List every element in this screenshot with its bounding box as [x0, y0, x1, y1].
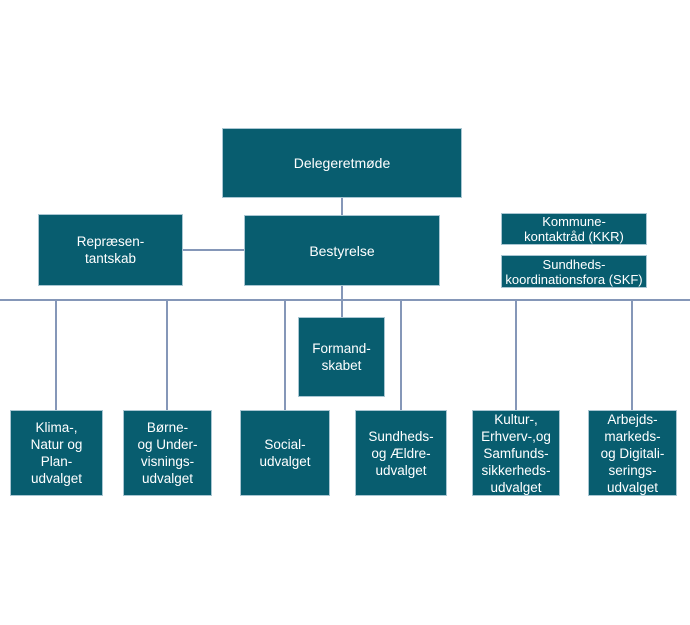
- connector-drop-committee-6: [631, 301, 633, 410]
- node-bestyrelse-label: Bestyrelse: [309, 242, 375, 259]
- connector-drop-committee-5: [515, 301, 517, 410]
- node-committee-sundheds-aeldre: Sundheds- og Ældre- udvalget: [355, 410, 447, 496]
- connector-drop-committee-2: [166, 301, 168, 410]
- connector-repraesentantskab-bestyrelse: [183, 249, 244, 251]
- node-sundhedskoordinationsfora-label: Sundheds- koordinationsfora (SKF): [505, 256, 643, 287]
- node-formandskabet-label: Formand- skabet: [312, 341, 371, 373]
- connector-drop-committee-4: [400, 301, 402, 410]
- node-committee-klima-natur-plan: Klima-, Natur og Plan- udvalget: [10, 410, 103, 496]
- node-committee-boerne-undervisning: Børne- og Under- visnings- udvalget: [123, 410, 212, 496]
- node-sundhedskoordinationsfora: Sundheds- koordinationsfora (SKF): [501, 255, 647, 288]
- node-committee-arbejdsmarked-digitalisering: Arbejds- markeds- og Digitali- serings- …: [588, 410, 677, 496]
- committee-label: Sundheds- og Ældre- udvalget: [368, 428, 434, 478]
- connector-main-horizontal: [0, 299, 690, 301]
- node-kommunekontaktraad: Kommune- kontaktråd (KKR): [501, 213, 647, 245]
- node-committee-kultur-erhverv-samfundssikkerhed: Kultur-, Erhverv-,og Samfunds- sikkerhed…: [472, 410, 560, 496]
- connector-drop-committee-1: [55, 301, 57, 410]
- node-committee-social: Social- udvalget: [240, 410, 330, 496]
- connector-drop-committee-3: [284, 301, 286, 410]
- committee-label: Børne- og Under- visnings- udvalget: [137, 420, 198, 486]
- node-delegeretmoede: Delegeretmøde: [222, 128, 462, 198]
- committee-label: Arbejds- markeds- og Digitali- serings- …: [600, 411, 665, 495]
- connector-delegeretmoede-bestyrelse: [341, 198, 343, 215]
- node-bestyrelse: Bestyrelse: [244, 215, 440, 286]
- committee-label: Klima-, Natur og Plan- udvalget: [30, 420, 83, 486]
- node-repraesentantskab-label: Repræsen- tantskab: [76, 234, 145, 266]
- committee-label: Social- udvalget: [259, 437, 311, 469]
- committee-label: Kultur-, Erhverv-,og Samfunds- sikkerhed…: [481, 411, 551, 495]
- node-formandskabet: Formand- skabet: [298, 317, 385, 397]
- connector-bestyrelse-formandskabet: [341, 286, 343, 317]
- node-repraesentantskab: Repræsen- tantskab: [38, 214, 183, 286]
- node-kommunekontaktraad-label: Kommune- kontaktråd (KKR): [524, 214, 624, 244]
- node-delegeretmoede-label: Delegeretmøde: [293, 155, 391, 171]
